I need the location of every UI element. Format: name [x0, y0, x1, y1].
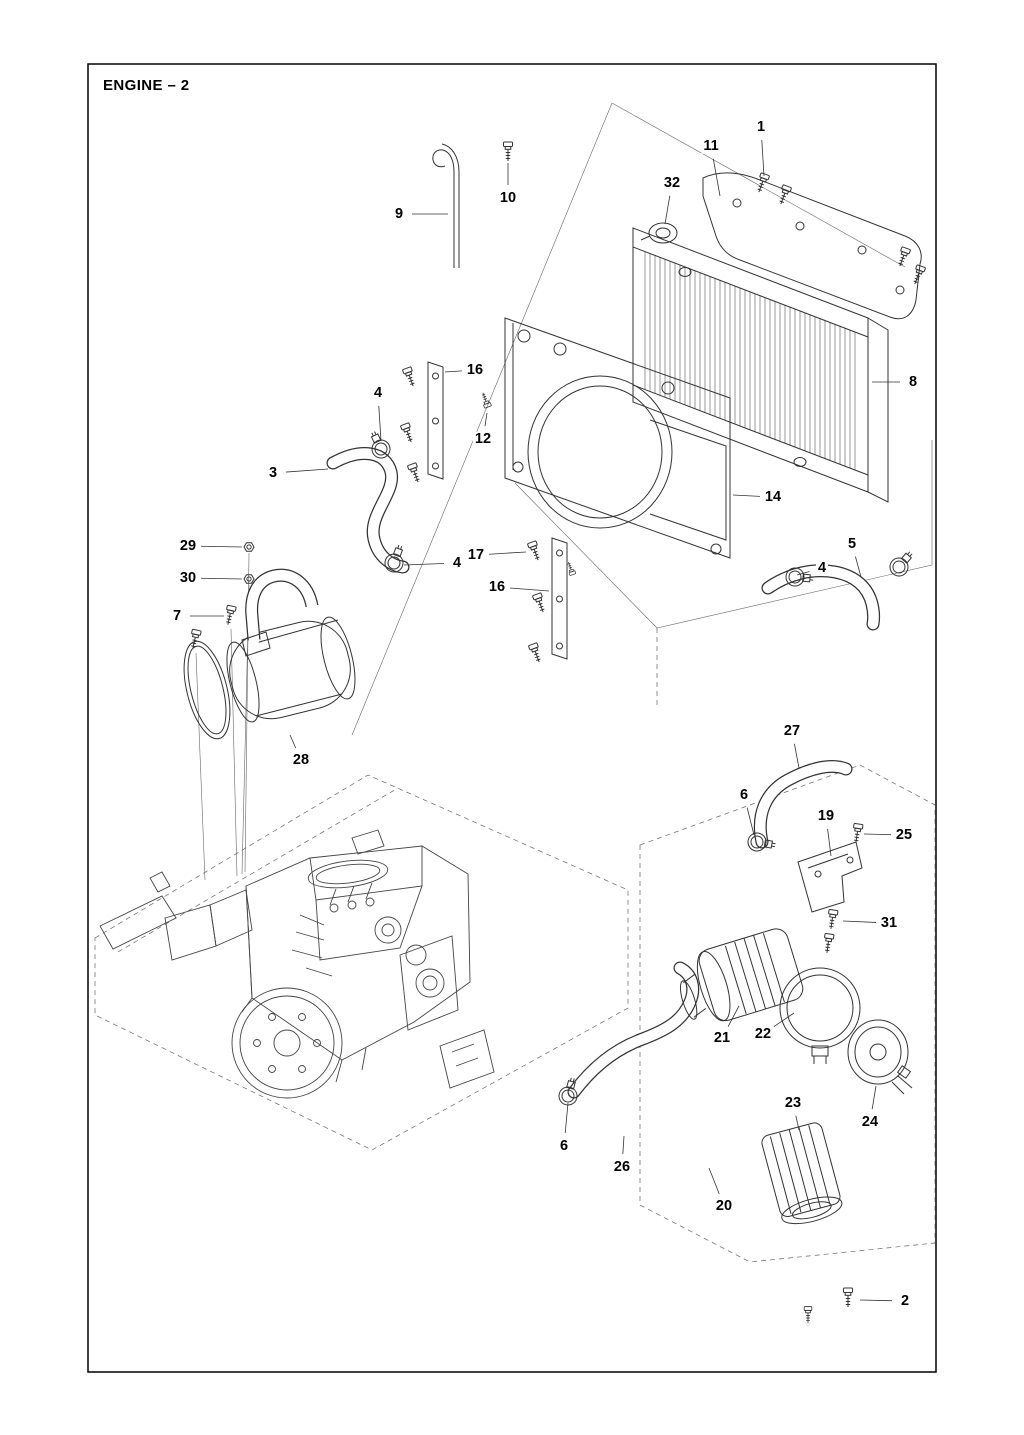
callout-12: 12	[472, 430, 494, 447]
callout-2: 2	[898, 1292, 912, 1309]
engine-block-art	[164, 829, 471, 1099]
leader-line-21	[727, 1005, 740, 1027]
callout-4-2: 4	[450, 554, 464, 571]
dashed-group-boundaries	[94, 628, 936, 1263]
leader-line-1	[761, 139, 765, 177]
callout-11: 11	[701, 137, 721, 154]
leader-line-28	[289, 734, 297, 749]
callout-20: 20	[713, 1197, 735, 1214]
hoses-art	[326, 447, 881, 1099]
callout-30: 30	[177, 569, 199, 586]
leader-line-30	[200, 577, 243, 580]
leader-line-25	[863, 833, 892, 836]
leader-line-4	[378, 405, 382, 442]
callout-19: 19	[815, 807, 837, 824]
leader-line-11	[712, 158, 721, 197]
callout-28: 28	[290, 751, 312, 768]
callout-21: 21	[711, 1029, 733, 1046]
callout-25: 25	[893, 826, 915, 843]
callout-7: 7	[170, 607, 184, 624]
callout-23: 23	[782, 1094, 804, 1111]
leader-line-23	[795, 1115, 800, 1131]
leader-line-31	[842, 920, 877, 923]
callout-4: 4	[371, 384, 385, 401]
leader-line-26	[622, 1135, 625, 1155]
radiator-gasket-art	[702, 172, 922, 320]
page-title: ENGINE – 2	[103, 77, 190, 94]
callout-14: 14	[762, 488, 784, 505]
leader-line-6	[746, 807, 755, 836]
callout-9: 9	[392, 205, 406, 222]
callout-16: 16	[464, 361, 486, 378]
callout-6: 6	[737, 786, 751, 803]
frame-art	[99, 871, 495, 1089]
callout-5: 5	[845, 535, 859, 552]
leader-line-2	[859, 1299, 893, 1302]
callout-27: 27	[781, 722, 803, 739]
leader-line-3	[285, 468, 329, 473]
callout-32: 32	[661, 174, 683, 191]
leader-line-6	[564, 1102, 569, 1134]
rod-art	[432, 143, 460, 268]
callout-17: 17	[465, 546, 487, 563]
callout-3: 3	[266, 464, 280, 481]
callout-26: 26	[611, 1158, 633, 1175]
leader-line-29	[200, 545, 243, 548]
leader-line-14	[732, 494, 761, 497]
leader-line-16	[444, 370, 463, 373]
fan-shroud-art	[504, 317, 731, 559]
leader-line-20	[708, 1167, 720, 1195]
callout-31: 31	[878, 914, 900, 931]
leader-line-24	[871, 1085, 877, 1110]
leader-line-19	[827, 828, 832, 857]
callout-6-2: 6	[557, 1137, 571, 1154]
callout-10: 10	[497, 189, 519, 206]
callout-29: 29	[177, 537, 199, 554]
leader-line-17	[488, 551, 527, 555]
radiator-art	[632, 222, 889, 503]
callout-1: 1	[754, 118, 768, 135]
callout-16-2: 16	[486, 578, 508, 595]
leader-line-32	[664, 195, 671, 225]
callout-4-3: 4	[815, 559, 829, 576]
callout-24: 24	[859, 1113, 881, 1130]
border-frame	[87, 63, 937, 1373]
leader-line-27	[794, 743, 800, 769]
callout-8: 8	[906, 373, 920, 390]
bracket-left-art	[427, 361, 568, 660]
leader-line-4	[796, 571, 810, 576]
air-cleaner-art	[679, 928, 913, 1225]
leader-line-16	[509, 587, 550, 592]
leader-line-12	[484, 412, 488, 427]
leader-line-22	[773, 1012, 795, 1028]
leader-lines	[190, 139, 900, 1302]
callout-22: 22	[752, 1025, 774, 1042]
leader-line-5	[855, 556, 862, 578]
leader-line-4	[403, 563, 445, 566]
